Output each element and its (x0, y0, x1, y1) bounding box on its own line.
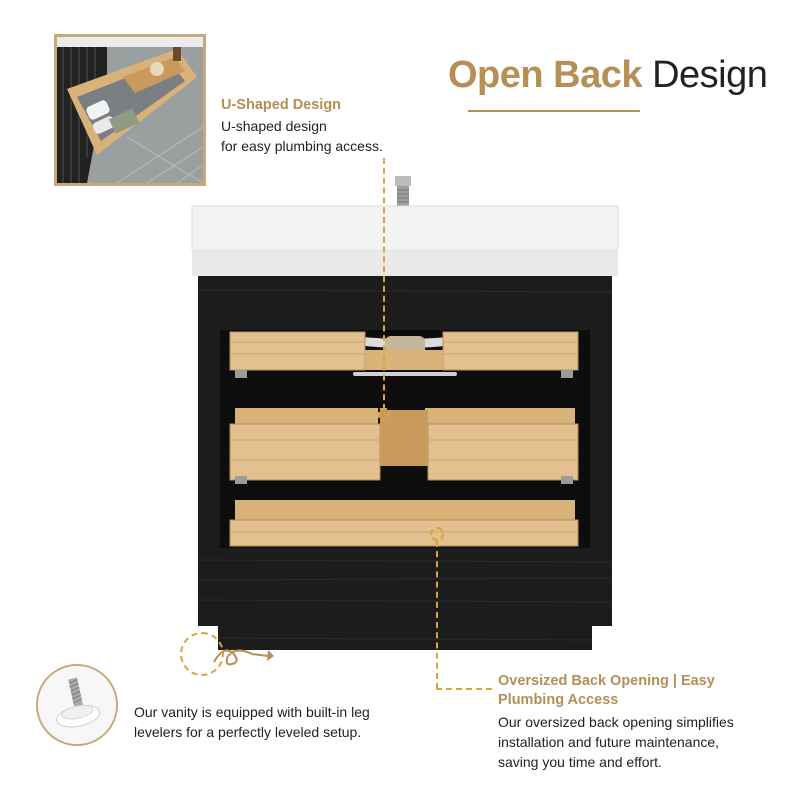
drawer-photo-icon (54, 34, 206, 186)
back-opening-line-3: saving you time and effort. (498, 754, 662, 770)
vanity-cabinet-icon (185, 170, 625, 660)
back-opening-marker (430, 527, 444, 541)
page-title: Open Back Design (448, 54, 768, 97)
u-shaped-title: U-Shaped Design (221, 97, 342, 113)
back-opening-title-1: Oversized Back Opening | Easy (498, 673, 715, 689)
u-shaped-line-1: U-shaped design (221, 118, 327, 134)
title-underline (468, 110, 640, 112)
u-shaped-marker (378, 408, 390, 420)
back-opening-line-2: installation and future maintenance, (498, 734, 720, 750)
u-shaped-line-2: for easy plumbing access. (221, 138, 383, 154)
leveler-foot-icon (36, 664, 118, 746)
levelers-line-1: Our vanity is equipped with built-in leg (134, 704, 370, 720)
levelers-line-2: levelers for a perfectly leveled setup. (134, 724, 362, 740)
back-opening-line-1: Our oversized back opening simplifies (498, 714, 734, 730)
u-shaped-guide-line (383, 158, 385, 410)
back-opening-guide-line-h (436, 688, 492, 690)
faucet-connector-icon (395, 176, 411, 206)
back-opening-guide-line (436, 541, 438, 689)
title-bold: Open Back (448, 54, 643, 96)
title-light: Design (652, 54, 768, 96)
back-opening-title-2: Plumbing Access (498, 692, 619, 708)
curl-arrow-icon (212, 640, 274, 679)
leveler-marker (180, 632, 224, 676)
